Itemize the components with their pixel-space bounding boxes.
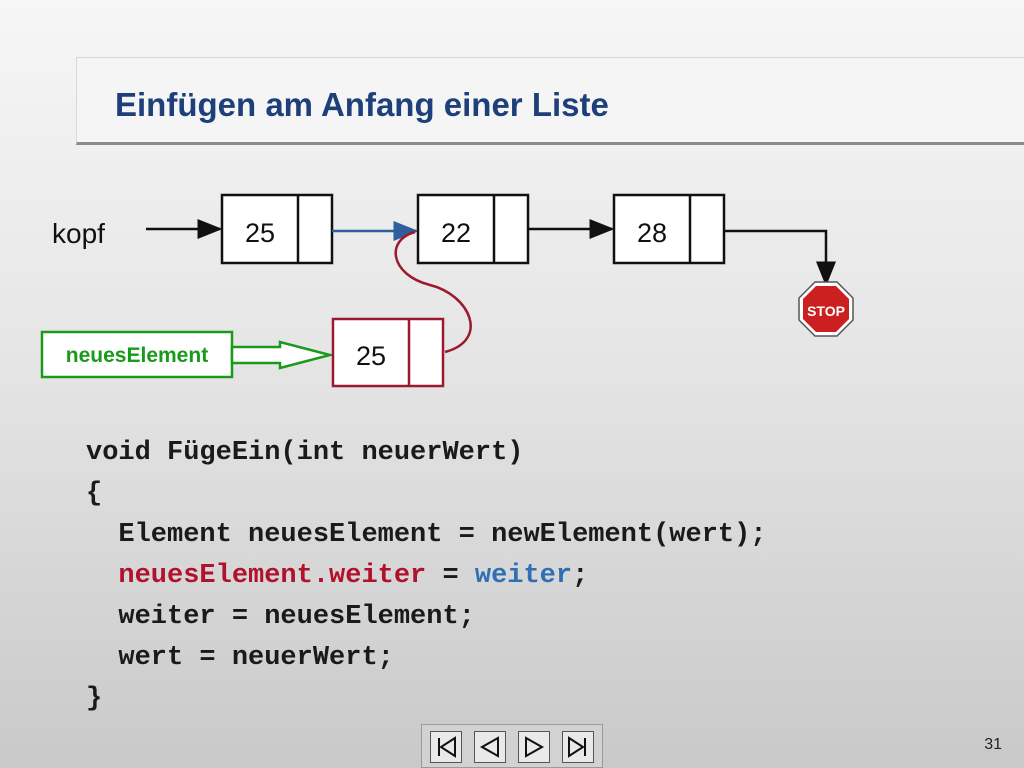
new-node-link-curve [394,230,472,354]
list-node: 25 [220,193,334,265]
skip-back-icon [438,736,456,758]
code-block: void FügeEin(int neuerWert) { Element ne… [86,433,767,720]
last-slide-button[interactable] [562,731,594,763]
node-value: 25 [245,218,275,248]
code-line: wert = neuerWert; [86,643,394,673]
new-element-label: neuesElement [66,344,208,367]
head-label: kopf [52,218,105,249]
code-target-field: neuesElement.weiter [118,561,427,591]
code-line-highlighted: neuesElement.weiter = weiter; [86,556,767,597]
linked-list-diagram: kopf 25 22 28 STOP neuesElement 25 [40,193,854,388]
code-line: void FügeEin(int neuerWert) [86,438,524,468]
skip-forward-icon [568,736,586,758]
stop-sign-icon: STOP [798,281,854,337]
new-element-arrow [230,340,335,370]
node-value: 28 [637,218,667,248]
triangle-left-icon [479,736,499,758]
new-node-value: 25 [356,341,386,371]
code-line: } [86,684,103,714]
null-link-arrow [724,229,836,287]
new-list-node: 25 [331,317,445,388]
title-bar: Einfügen am Anfang einer Liste [76,57,1024,145]
list-node: 28 [612,193,726,265]
slide-title: Einfügen am Anfang einer Liste [115,86,609,123]
node-value: 22 [441,218,471,248]
code-assign: = [426,561,475,591]
code-indent [86,561,118,591]
next-slide-button[interactable] [518,731,550,763]
code-line: { [86,479,103,509]
stop-sign-text: STOP [807,303,845,319]
new-element-pointer: neuesElement [40,330,335,379]
code-line: Element neuesElement = newElement(wert); [86,520,767,550]
triangle-right-icon [525,736,545,758]
code-line: weiter = neuesElement; [86,602,475,632]
slide-navigation [421,724,603,768]
code-semicolon: ; [572,561,589,591]
first-slide-button[interactable] [430,731,462,763]
previous-slide-button[interactable] [474,731,506,763]
code-source-field: weiter [474,561,573,591]
page-number: 31 [984,736,1002,753]
list-node: 22 [416,193,530,265]
